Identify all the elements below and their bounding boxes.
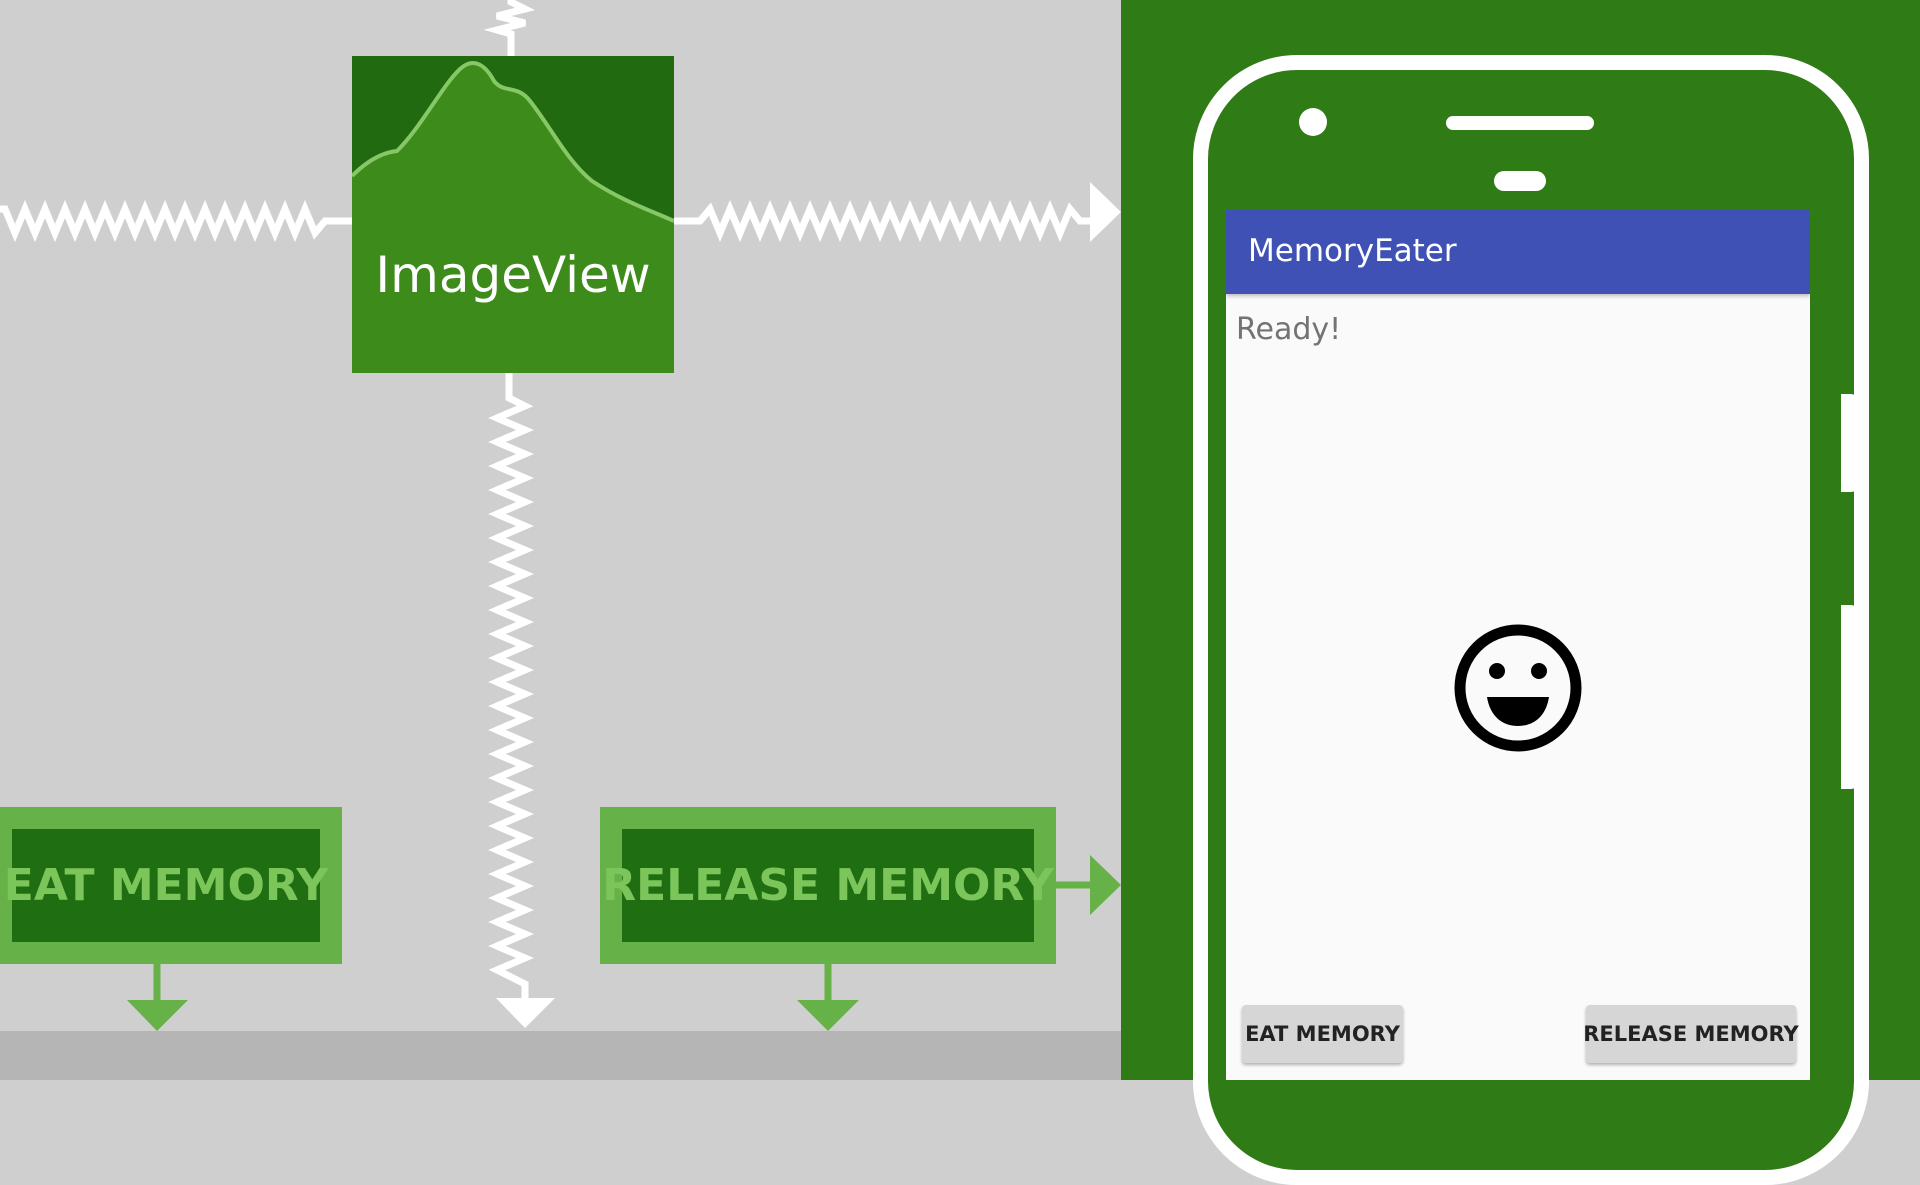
diagram-release-memory-button: RELEASE MEMORY [600,807,1056,964]
wave-right-connector [674,199,1094,243]
wave-left-connector [0,199,352,243]
phone-screen: MemoryEater Ready! EAT MEMORY RELEASE ME… [1226,210,1810,1080]
eat-memory-button-label: EAT MEMORY [1245,1022,1400,1046]
connector-layer [0,0,1121,1031]
phone-volume-button [1841,605,1857,789]
app-bar: MemoryEater [1226,210,1810,294]
arrow-head-right-release [1090,855,1121,915]
smiley-face-icon [1454,624,1582,752]
mountain-image-icon [352,56,674,373]
wave-bottom-connector [488,373,534,1000]
status-text: Ready! [1236,312,1342,347]
floor-band [0,1031,1121,1080]
release-memory-button-label: RELEASE MEMORY [1583,1022,1799,1046]
phone-camera-icon [1299,108,1327,136]
diagram-eat-memory-button: EAT MEMORY [0,807,342,964]
arrow-head-down-center [496,998,555,1028]
diagram-release-memory-label: RELEASE MEMORY [602,860,1054,911]
phone-speaker-icon [1446,116,1594,130]
release-memory-button[interactable]: RELEASE MEMORY [1583,1005,1799,1063]
wave-top-connector [483,0,536,56]
arrow-head-right-top [1090,182,1121,242]
arrow-head-down-eat [127,1000,188,1031]
imageview-tile: ImageView [352,56,674,373]
diagram-eat-memory-label: EAT MEMORY [3,860,329,911]
arrow-head-down-release [797,1000,859,1031]
eat-memory-button[interactable]: EAT MEMORY [1242,1005,1403,1063]
phone-sensor-icon [1494,171,1546,191]
app-title: MemoryEater [1248,233,1457,269]
phone-power-button [1841,394,1857,492]
imageview-label: ImageView [375,246,651,304]
